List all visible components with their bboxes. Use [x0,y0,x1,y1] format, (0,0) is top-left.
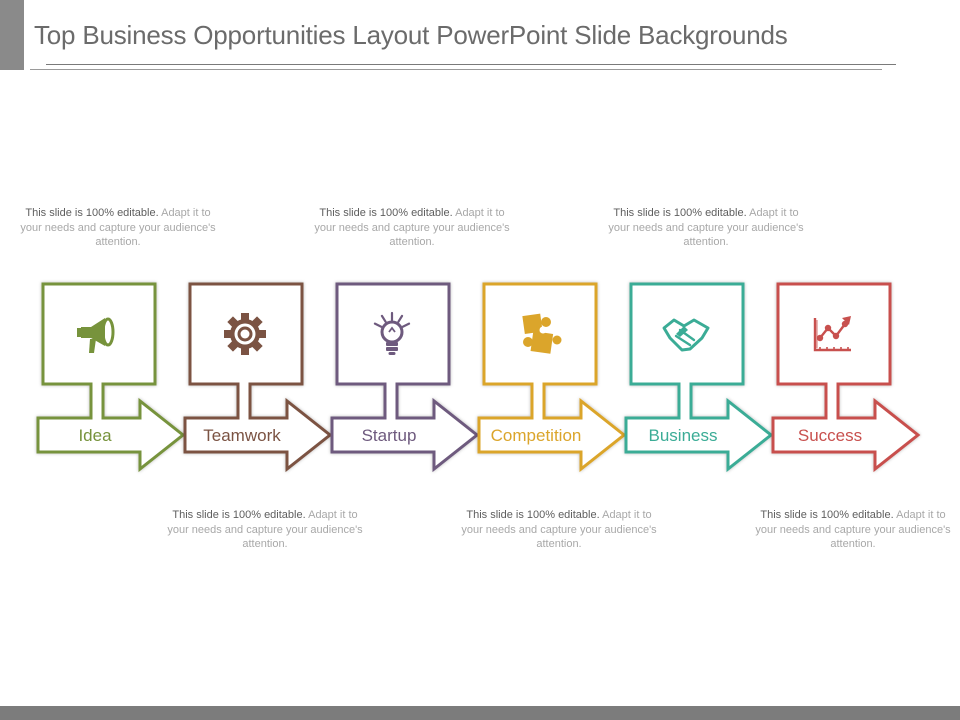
megaphone-icon [77,317,115,353]
step-label: Success [798,426,862,445]
handshake-icon [662,318,710,352]
process-step: Startup [330,282,480,473]
description-lead: This slide is 100% editable. [760,509,894,521]
gear-icon [224,313,266,355]
process-step: Success [771,282,921,473]
description-body: Adapt it to your needs and capture your … [20,207,216,248]
process-step: Competition [477,282,627,473]
step-label: Teamwork [203,426,281,445]
step-description: This slide is 100% editable. Adapt it to… [18,206,218,250]
step-outline [771,282,921,473]
step-label: Business [649,426,718,445]
description-lead: This slide is 100% editable. [613,207,747,219]
description-body: Adapt it to your needs and capture your … [167,509,363,550]
description-body: Adapt it to your needs and capture your … [608,207,804,248]
growth-chart-icon [813,316,851,352]
step-description: This slide is 100% editable. Adapt it to… [165,508,365,552]
description-body: Adapt it to your needs and capture your … [314,207,510,248]
description-lead: This slide is 100% editable. [319,207,453,219]
title-underline-bottom [30,69,882,70]
process-step: Business [624,282,774,473]
description-body: Adapt it to your needs and capture your … [755,509,951,550]
description-lead: This slide is 100% editable. [25,207,159,219]
step-outline [36,282,186,473]
title-accent-tab [0,0,24,70]
step-description: This slide is 100% editable. Adapt it to… [459,508,659,552]
step-description: This slide is 100% editable. Adapt it to… [312,206,512,250]
slide-title: Top Business Opportunities Layout PowerP… [34,20,788,50]
step-outline [330,282,480,473]
step-description: This slide is 100% editable. Adapt it to… [753,508,953,552]
step-label: Idea [78,426,112,445]
puzzle-icon [522,313,562,354]
description-body: Adapt it to your needs and capture your … [461,509,657,550]
lightbulb-icon [373,311,411,355]
description-lead: This slide is 100% editable. [172,509,306,521]
footer-bar [0,706,960,720]
step-outline [477,282,627,473]
step-description: This slide is 100% editable. Adapt it to… [606,206,806,250]
process-step: Idea [36,282,186,473]
step-outline [183,282,333,473]
step-label: Competition [491,426,582,445]
step-label: Startup [362,426,417,445]
title-underline-top [46,64,896,65]
process-step: Teamwork [183,282,333,473]
step-outline [624,282,774,473]
description-lead: This slide is 100% editable. [466,509,600,521]
